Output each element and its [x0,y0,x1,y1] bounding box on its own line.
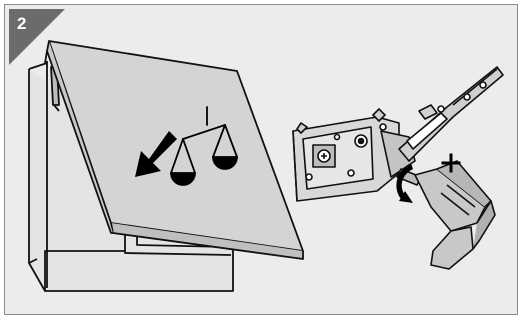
wall-cabinet-lift-flap-icon [29,41,303,291]
step-badge: 2 [9,9,65,65]
screwdriver-icon [397,161,495,269]
instruction-panel: 2 [4,4,518,315]
step-number: 2 [17,15,26,32]
step-illustration [5,5,518,315]
